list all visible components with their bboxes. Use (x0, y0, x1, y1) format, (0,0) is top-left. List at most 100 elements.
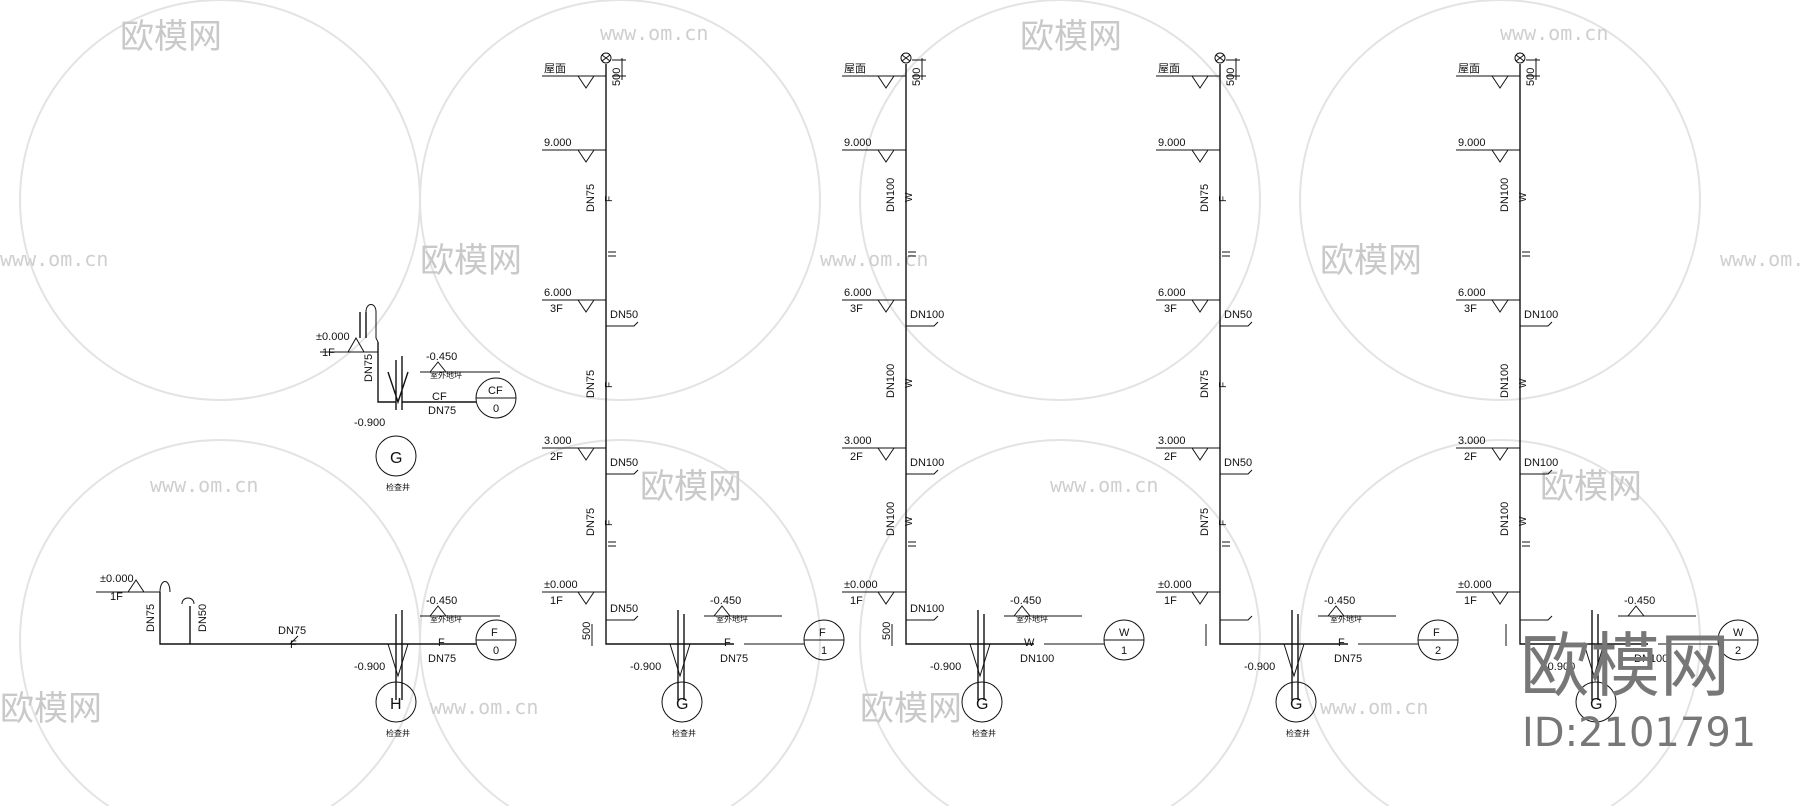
riser-level-label: 3.000 (544, 435, 572, 447)
riser-level-label: 屋面 (1458, 62, 1480, 75)
riser-circle-label: W (1733, 627, 1744, 639)
riser-top-dimension: 500 (1225, 68, 1237, 86)
h-pipe-size-2: DN75 (428, 653, 456, 665)
riser-low-size: DN75 (585, 508, 597, 536)
riser-level-label: 屋面 (1158, 62, 1180, 75)
watermark-big-brand: 欧模网 (1520, 625, 1730, 707)
h-letter: F (290, 639, 297, 651)
riser-circle-num: 2 (1435, 645, 1441, 657)
watermark-url: www.om.cn (0, 247, 108, 271)
riser-system-4: 屋面9.0006.0003F3.0002F±0.0001F500DN100DN1… (1456, 52, 1759, 723)
riser-level-label: 屋面 (544, 62, 566, 75)
riser-well-note: 检查井 (1286, 728, 1310, 738)
riser-low-size: DN100 (1499, 502, 1511, 536)
riser-branch-size: DN100 (1524, 309, 1558, 321)
watermark-brand: 欧模网 (1020, 17, 1122, 57)
riser-branch-size: DN100 (910, 457, 944, 469)
riser-level-label: 6.000 (844, 287, 872, 299)
h-main-size: DN75 (278, 625, 306, 637)
riser-floor-label: 1F (1464, 595, 1477, 607)
riser-upper-size: DN75 (585, 184, 597, 212)
riser-upper-size: DN75 (1199, 184, 1211, 212)
riser-floor-label: 3F (1164, 303, 1177, 315)
riser-system-2: 屋面9.0006.0003F3.0002F±0.0001F500DN100DN1… (842, 52, 1145, 738)
watermark-url: www.om.cn (1050, 473, 1158, 497)
riser-branch-size: DN50 (1224, 309, 1252, 321)
h-outlet-note: 室外地坪 (430, 614, 462, 624)
riser-level-label: ±0.000 (544, 579, 578, 591)
watermark-brand: 欧模网 (1320, 241, 1422, 281)
cf-floor: 1F (322, 347, 335, 359)
cf-tag: CF (432, 391, 447, 403)
riser-mid-size: DN100 (885, 364, 897, 398)
h-well-note: 检查井 (386, 728, 410, 738)
watermark-brand: 欧模网 (120, 17, 222, 57)
watermark-url: www.om.cn (1720, 247, 1800, 271)
riser-branch-size: DN50 (610, 457, 638, 469)
riser-floor-label: 1F (1164, 595, 1177, 607)
riser-level-label: 9.000 (1158, 137, 1186, 149)
watermark-brand: 欧模网 (420, 241, 522, 281)
riser-letter-low: F (604, 520, 615, 526)
riser-mid-size: DN75 (1199, 370, 1211, 398)
riser-outlet-level: -0.450 (1624, 595, 1655, 607)
riser-floor-label: 2F (850, 451, 863, 463)
riser-level-label: 3.000 (1158, 435, 1186, 447)
riser-letter-mid: W (1518, 378, 1529, 388)
riser-well-label: G (676, 696, 688, 713)
riser-letter-low: W (904, 516, 915, 526)
h-floor: 1F (110, 591, 123, 603)
watermark-brand: 欧模网 (0, 689, 102, 729)
riser-invert-level: -0.900 (930, 661, 961, 673)
cf-well-label: G (390, 450, 402, 467)
riser-low-size: DN75 (1199, 508, 1211, 536)
cf-system: ±0.000 1F DN75 -0.450 室外地坪 CF DN75 -0.90… (316, 304, 517, 492)
watermark-brand: 欧模网 (860, 689, 962, 729)
riser-outlet-note: 室外地坪 (1330, 614, 1362, 624)
riser-level-label: 6.000 (1458, 287, 1486, 299)
riser-branch-size: DN100 (1524, 457, 1558, 469)
riser-outlet-size: DN75 (1334, 653, 1362, 665)
h-system: ±0.000 1F DN75 DN50 DN75 F -0.450 室外地坪 F… (96, 573, 517, 738)
riser-mid-size: DN100 (1499, 364, 1511, 398)
watermark-url: www.om.cn (430, 695, 538, 719)
watermark-id-block: 欧模网 ID:2101791 (1520, 625, 1756, 756)
riser-invert-level: -0.900 (630, 661, 661, 673)
h-invert: -0.900 (354, 661, 385, 673)
riser-upper-size: DN100 (1499, 178, 1511, 212)
riser-floor-label: 3F (1464, 303, 1477, 315)
riser-letter-upper: F (1218, 196, 1229, 202)
riser-outlet-level: -0.450 (1324, 595, 1355, 607)
riser-outlet-level: -0.450 (710, 595, 741, 607)
watermark-id-label: ID:2101791 (1522, 710, 1756, 756)
riser-top-dimension: 500 (611, 68, 623, 86)
riser-floor-label: 1F (850, 595, 863, 607)
riser-letter-upper: F (604, 196, 615, 202)
riser-floor-label: 2F (1164, 451, 1177, 463)
h-outlet-level: -0.450 (426, 595, 457, 607)
riser-level-label: 9.000 (544, 137, 572, 149)
riser-floor-label: 3F (550, 303, 563, 315)
riser-level-label: 6.000 (1158, 287, 1186, 299)
riser-well-label: G (1290, 696, 1302, 713)
cf-circle-label: CF (488, 385, 503, 397)
riser-well-note: 检查井 (672, 728, 696, 738)
riser-floor-label: 3F (850, 303, 863, 315)
riser-bottom-dimension: 500 (581, 622, 593, 640)
riser-system-1: 屋面9.0006.0003F3.0002F±0.0001F500DN75DN75… (542, 52, 845, 738)
riser-circle-label: F (1433, 627, 1440, 639)
riser-top-dimension: 500 (911, 68, 923, 86)
watermark-arcs (19, 0, 1701, 806)
watermark-texts: 欧模网 欧模网 欧模网 欧模网 欧模网 欧模网 欧模网 欧模网 www.om.c… (0, 17, 1800, 729)
riser-low-size: DN100 (885, 502, 897, 536)
riser-letter-low: F (1218, 520, 1229, 526)
riser-level-label: 9.000 (1458, 137, 1486, 149)
cf-outlet-level: -0.450 (426, 351, 457, 363)
riser-letter-mid: W (904, 378, 915, 388)
riser-floor-label: 1F (550, 595, 563, 607)
riser-floor-label: 2F (1464, 451, 1477, 463)
h-letter-2: F (438, 637, 445, 649)
h-level: ±0.000 (100, 573, 134, 585)
riser-circle-num: 1 (821, 645, 827, 657)
